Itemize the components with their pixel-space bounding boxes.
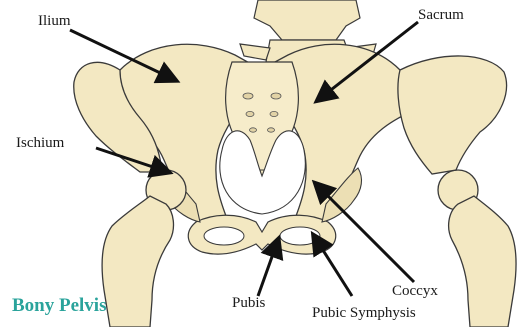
label-coccyx: Coccyx	[392, 284, 438, 299]
right-femur	[438, 170, 516, 327]
label-ilium: Ilium	[38, 14, 71, 29]
label-sacrum: Sacrum	[418, 8, 464, 23]
diagram-title: Bony Pelvis	[12, 296, 106, 315]
label-pubis: Pubis	[232, 296, 265, 311]
left-obturator-foramen	[204, 227, 244, 245]
label-pubic-symphysis: Pubic Symphysis	[312, 306, 416, 321]
label-ischium: Ischium	[16, 136, 64, 151]
right-ilium-outer	[398, 56, 507, 174]
left-femur	[102, 170, 186, 327]
